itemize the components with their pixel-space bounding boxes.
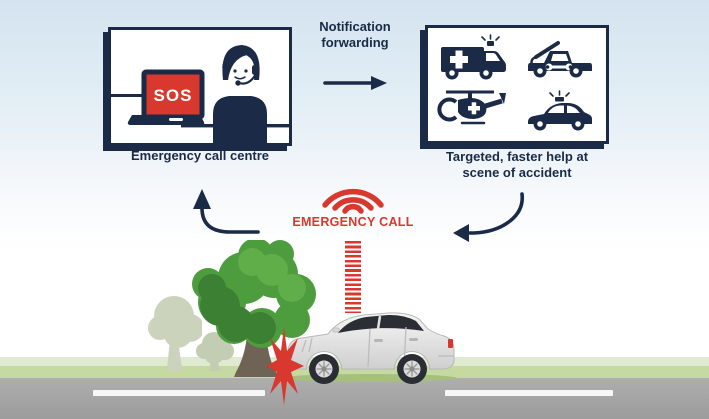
road: [0, 378, 709, 419]
background-tree-icon: [148, 296, 202, 371]
lane-marking: [445, 390, 613, 396]
help-label: Targeted, faster help at scene of accide…: [445, 149, 589, 180]
radio-signal-icon: [322, 188, 384, 214]
ambulance-icon: [441, 34, 506, 80]
call-centre-label: Emergency call centre: [130, 148, 270, 163]
call-centre-panel: SOS: [108, 27, 292, 146]
car-shadow: [282, 374, 457, 382]
help-panel: [425, 25, 609, 144]
impact-burst-icon: [266, 327, 304, 405]
crashed-car-icon: [287, 312, 455, 384]
police-car-icon: [528, 90, 592, 131]
emergency-call-label: EMERGENCY CALL: [292, 215, 414, 229]
background-tree-icon: [196, 332, 234, 371]
crash-tree-icon: [192, 240, 316, 377]
curved-arrow-up-icon: [193, 189, 260, 234]
sos-screen-text: SOS: [154, 86, 193, 105]
arrow-right-icon: [323, 76, 387, 90]
helicopter-icon: [437, 90, 506, 125]
tow-truck-icon: [528, 41, 592, 78]
call-centre-illustration: SOS: [111, 45, 289, 143]
curved-arrow-left-icon: [453, 192, 525, 242]
lane-marking: [93, 390, 265, 396]
signal-beam: [345, 241, 361, 313]
notification-forwarding-label: Notification forwarding: [319, 19, 391, 50]
